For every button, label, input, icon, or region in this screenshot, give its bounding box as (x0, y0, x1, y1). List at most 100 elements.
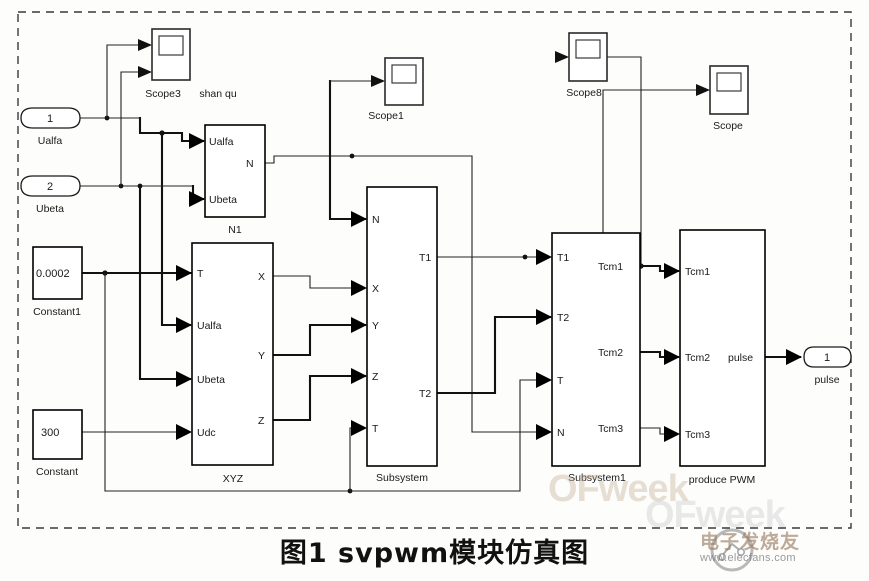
arrow-scope3-in1 (138, 39, 152, 51)
arrow-sub1-in-t2 (536, 309, 552, 325)
arrowhead-layer (138, 39, 802, 442)
outport-pulse-shape[interactable] (803, 346, 852, 368)
scope8-screen-icon (575, 39, 601, 59)
arrow-sub1-in-n (536, 424, 552, 440)
arrow-xyz-in4 (176, 424, 192, 440)
produce-pwm-label: produce PWM (689, 474, 756, 486)
arrow-n1-in2 (189, 191, 205, 207)
subsystem1-body[interactable] (551, 232, 641, 467)
wire-n-to-subsystem-n (328, 79, 367, 221)
outport-pulse-number: 1 (824, 352, 830, 364)
scope3-annotation: shan qu (199, 88, 237, 100)
n1-input-ubeta-label: Ubeta (209, 194, 237, 206)
subsystem-label: Subsystem (376, 472, 428, 484)
block-scope[interactable]: Scope (709, 65, 749, 132)
xyz-output-z-label: Z (258, 415, 265, 427)
subsystem1-output-tcm1-label: Tcm1 (598, 261, 623, 273)
subsystem-output-t2-label: T2 (419, 388, 431, 400)
outport-pulse-label: pulse (814, 374, 839, 386)
subsystem-output-t1-label: T1 (419, 252, 431, 264)
xyz-input-udc-label: Udc (197, 427, 216, 439)
xyz-body[interactable] (191, 242, 274, 466)
scope1-screen-icon (391, 64, 417, 84)
inport-ualfa-number: 1 (47, 113, 53, 125)
xyz-output-x-label: X (258, 271, 265, 283)
arrow-xyz-in2 (176, 317, 192, 333)
block-xyz[interactable]: T Ualfa Ubeta Udc X Y Z XYZ (191, 242, 274, 485)
wire-ubeta-to-scope3 (120, 71, 139, 187)
subsystem1-input-t1-label: T1 (557, 252, 569, 264)
block-produce-pwm[interactable]: Tcm1 Tcm2 Tcm3 pulse produce PWM (679, 229, 766, 486)
wire-to-scope (602, 89, 711, 234)
wire-n1-n-out (264, 155, 473, 164)
xyz-input-t-label: T (197, 268, 204, 280)
wire-ubeta-to-xyz (138, 184, 192, 381)
wire-ualfa-to-xyz (160, 131, 192, 327)
block-n1[interactable]: Ualfa Ubeta N N1 (204, 124, 266, 236)
block-constant[interactable]: 300 Constant (32, 409, 83, 478)
arrow-scope8-in (555, 51, 569, 63)
wire-sub-t2 (435, 315, 552, 395)
figure-caption: 图1 svpwm模块仿真图 (279, 538, 590, 569)
arrow-outport-in (786, 349, 802, 365)
figure-dashed-border (17, 11, 852, 529)
produce-pwm-body[interactable] (679, 229, 766, 467)
block-constant1[interactable]: 0.0002 Constant1 (32, 246, 83, 318)
subsystem-input-x-label: X (372, 283, 379, 295)
scope1-label: Scope1 (368, 110, 404, 122)
block-inport-ualfa[interactable]: 1 Ualfa (20, 107, 81, 147)
arrow-n1-in1 (189, 133, 205, 149)
pwm-input-tcm1-label: Tcm1 (685, 266, 710, 278)
arrow-scope-in (696, 84, 710, 96)
constant-body[interactable] (32, 409, 83, 460)
arrow-sub-in-y (351, 317, 367, 333)
block-subsystem1[interactable]: T1 T2 T N Tcm1 Tcm2 Tcm3 Subsystem1 (551, 232, 641, 484)
block-scope1[interactable]: Scope1 (368, 57, 424, 122)
wire-const1-bus-bottom (104, 272, 351, 492)
arrow-sub1-in-t (536, 372, 552, 388)
junction-sub-t1 (522, 254, 528, 260)
n1-body[interactable] (204, 124, 266, 218)
xyz-input-ubeta-label: Ubeta (197, 374, 225, 386)
arrow-xyz-in1 (176, 265, 192, 281)
scope3-label: Scope3 (145, 88, 181, 100)
block-scope8[interactable]: Scope8 (566, 32, 608, 99)
subsystem1-input-n-label: N (557, 427, 565, 439)
constant-value: 300 (41, 427, 59, 439)
constant1-label: Constant1 (33, 306, 81, 318)
block-outport-pulse[interactable]: 1 pulse (803, 346, 852, 386)
n1-output-n-label: N (246, 158, 254, 170)
block-subsystem[interactable]: N X Y Z T T1 T2 Subsystem (366, 186, 438, 484)
arrow-pwm-in1 (664, 263, 680, 279)
arrow-sub-in-n (351, 211, 367, 227)
pwm-input-tcm2-label: Tcm2 (685, 352, 710, 364)
wire-xyz-y (271, 323, 367, 357)
arrow-sub-in-t (351, 420, 367, 436)
constant1-body[interactable] (32, 246, 83, 300)
arrow-sub-in-x (351, 280, 367, 296)
arrow-scope1-in (371, 75, 385, 87)
arrow-scope3-in2 (138, 66, 152, 78)
subsystem1-input-t-label: T (557, 375, 564, 387)
inport-ubeta-number: 2 (47, 181, 53, 193)
junction-n1-n (349, 153, 355, 159)
scope3-screen-icon (158, 35, 184, 56)
pwm-output-pulse-label: pulse (728, 352, 753, 364)
subsystem1-output-tcm2-label: Tcm2 (598, 347, 623, 359)
subsystem-body[interactable] (366, 186, 438, 467)
n1-label: N1 (228, 224, 242, 236)
scope-screen-icon (716, 72, 742, 92)
block-scope3[interactable]: Scope3 shan qu (145, 28, 237, 100)
block-inport-ubeta[interactable]: 2 Ubeta (20, 175, 81, 215)
n1-input-ualfa-label: Ualfa (209, 136, 234, 148)
arrow-sub1-in-t1 (536, 249, 552, 265)
xyz-input-ualfa-label: Ualfa (197, 320, 222, 332)
constant1-value: 0.0002 (36, 268, 70, 280)
constant-label: Constant (36, 466, 78, 478)
xyz-output-y-label: Y (258, 350, 265, 362)
inport-ualfa-shape[interactable] (20, 107, 81, 129)
arrow-xyz-in3 (176, 371, 192, 387)
scope-label: Scope (713, 120, 743, 132)
inport-ubeta-shape[interactable] (20, 175, 81, 197)
